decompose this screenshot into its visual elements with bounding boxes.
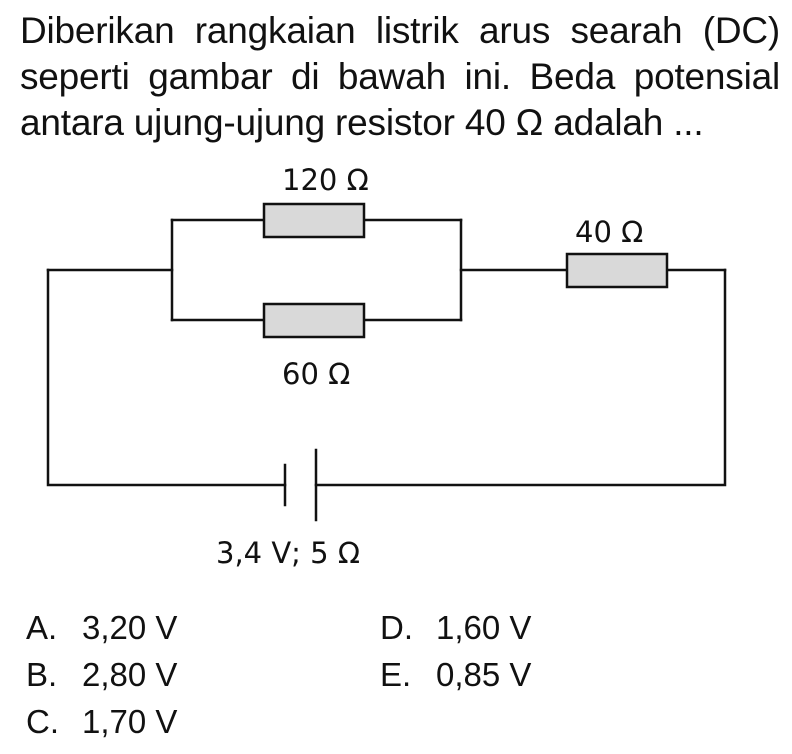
option-e-key: E. [380,656,412,693]
option-c-key: C. [26,703,59,740]
resistor-60 [262,302,366,339]
option-d[interactable]: D. 1,60 V [380,608,531,648]
option-a-key: A. [26,609,58,646]
option-e-value: 0,85 V [436,656,532,693]
circuit-diagram: 120 Ω 60 Ω 40 Ω 3,4 V; 5 Ω [46,163,727,570]
option-a-value: 3,20 V [82,609,178,646]
option-b-key: B. [26,656,58,693]
resistor-120-label: 120 Ω [282,163,369,197]
option-e[interactable]: E. 0,85 V [380,655,531,695]
option-c-value: 1,70 V [82,703,178,740]
battery-label: 3,4 V; 5 Ω [216,536,360,570]
option-b-value: 2,80 V [82,656,178,693]
resistor-60-label: 60 Ω [282,357,350,391]
wire-left [46,268,287,487]
option-c[interactable]: C. 1,70 V [26,702,177,742]
option-d-key: D. [380,609,413,646]
resistor-120 [262,202,366,239]
wire-bottom-right [314,268,727,487]
option-a[interactable]: A. 3,20 V [26,608,177,648]
option-b[interactable]: B. 2,80 V [26,655,177,695]
question-text: Diberikan rangkaian listrik arus searah … [20,10,780,143]
resistor-40 [565,252,669,289]
resistor-40-label: 40 Ω [575,215,643,249]
option-d-value: 1,60 V [436,609,532,646]
